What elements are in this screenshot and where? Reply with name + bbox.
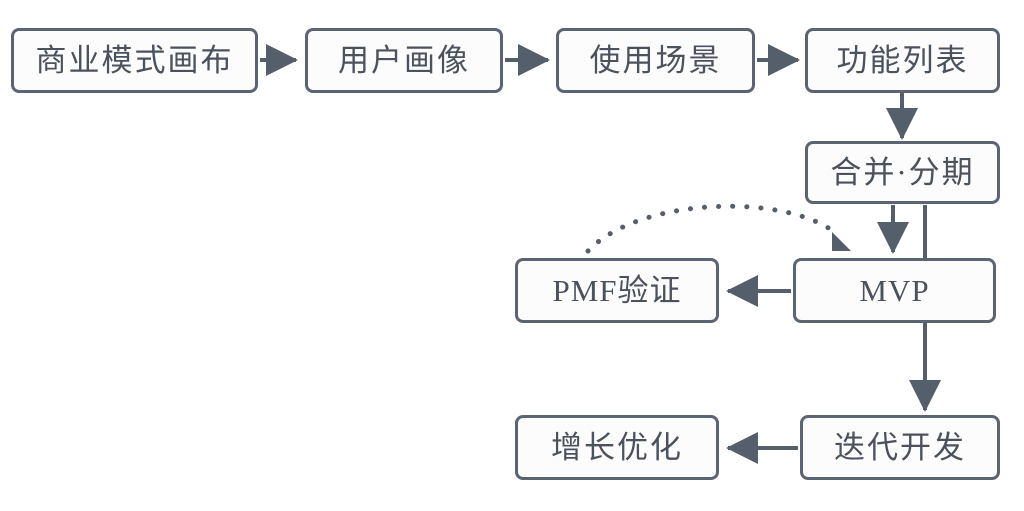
node-label: PMF验证 xyxy=(552,273,682,308)
node-label: 合并·分期 xyxy=(830,155,975,190)
node-growth-optimization[interactable]: 增长优化 xyxy=(515,415,719,480)
node-label: 增长优化 xyxy=(551,430,683,465)
node-user-persona[interactable]: 用户画像 xyxy=(305,28,503,93)
node-label: 功能列表 xyxy=(836,43,969,78)
node-label: 使用场景 xyxy=(589,43,722,78)
node-label: 用户画像 xyxy=(338,43,470,78)
node-label: 迭代开发 xyxy=(834,430,966,465)
edge-pmf-to-mvp-dotted xyxy=(585,203,841,254)
node-business-model-canvas[interactable]: 商业模式画布 xyxy=(11,28,258,93)
node-label: 商业模式画布 xyxy=(35,43,234,78)
node-merge-phase[interactable]: 合并·分期 xyxy=(805,141,1000,204)
node-pmf-validation[interactable]: PMF验证 xyxy=(515,258,719,323)
edge-pmf-to-mvp-arrowhead xyxy=(832,232,851,251)
node-mvp[interactable]: MVP xyxy=(793,258,996,323)
node-use-case[interactable]: 使用场景 xyxy=(556,28,755,93)
node-feature-list[interactable]: 功能列表 xyxy=(805,28,1000,93)
node-label: MVP xyxy=(859,273,930,308)
node-iterative-development[interactable]: 迭代开发 xyxy=(800,415,1000,480)
